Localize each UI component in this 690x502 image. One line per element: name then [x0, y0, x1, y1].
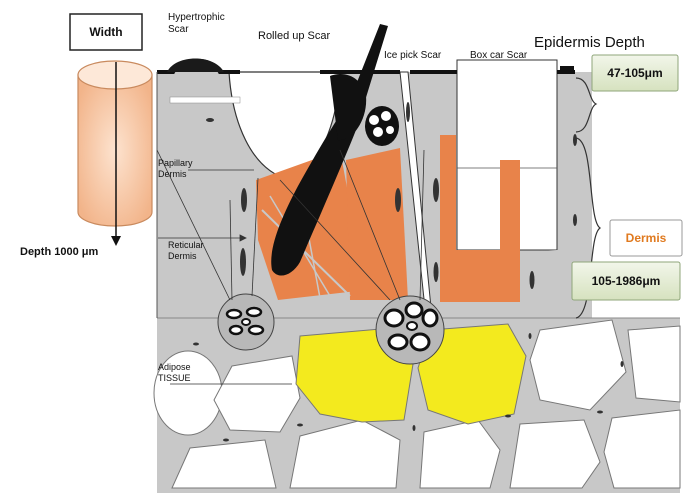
adipose-yellow-right: [417, 323, 527, 425]
dermis-label: Dermis: [625, 231, 667, 245]
width-label: Width: [89, 25, 123, 39]
depth-label: Depth 1000 μm: [20, 246, 99, 258]
epidermis-value-box: [591, 54, 679, 92]
leader-lines: [158, 169, 292, 385]
epidermis: [156, 58, 575, 318]
sebaceous-gland: [365, 106, 399, 146]
rolled-up-scar-label: Rolled up Scar: [258, 30, 331, 42]
fiber-lines: [156, 149, 425, 301]
hypertrophic-scar-label: Hypertrophic Scar: [168, 12, 225, 35]
width-depth-cylinder: [69, 13, 153, 246]
adipose-tissue-label: Adipose TISSUE: [158, 362, 191, 383]
hypertrophic-scar-bump: [167, 58, 224, 72]
dermis-label-box: [609, 219, 683, 257]
dermis-tissue-center: [346, 148, 408, 300]
dermis-value-box: [571, 261, 681, 301]
epidermis-depth-value: 47-105μm: [607, 66, 663, 80]
depth-arrow-head: [111, 236, 121, 246]
dermis-depth-value: 105-1986μm: [591, 274, 661, 288]
epidermis-depth-title: Epidermis Depth: [534, 34, 645, 51]
reticular-dermis-label: Reticular Dermis: [168, 240, 204, 261]
box-car-scar-label: Box car Scar: [470, 50, 528, 61]
gland-cluster-center: [375, 295, 445, 365]
papillary-dermis-label: Papillary Dermis: [158, 158, 193, 179]
width-box: [69, 13, 143, 51]
ice-pick-scar-label: Ice pick Scar: [384, 50, 442, 61]
dermis-tissue-boxcar: [440, 135, 520, 302]
gland-cluster-left: [217, 293, 275, 351]
